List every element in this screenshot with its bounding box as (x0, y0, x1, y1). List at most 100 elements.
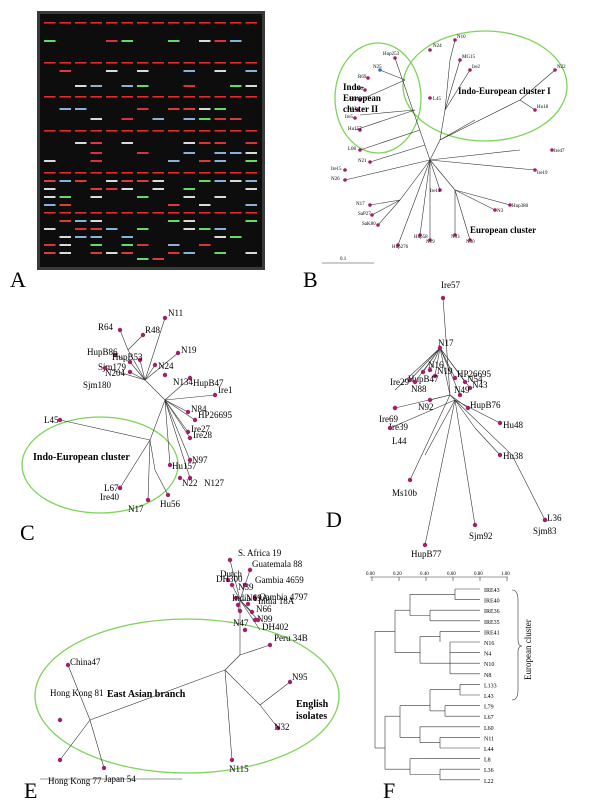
gel-band (121, 96, 133, 98)
gel-band (214, 108, 226, 110)
leaf-label: Peru 34B (274, 633, 308, 643)
gel-band (90, 252, 102, 254)
leaf-label: Guatemala 88 (252, 559, 303, 569)
gel-band (245, 220, 257, 222)
leaf-label: R48 (145, 325, 161, 335)
gel-band (137, 96, 149, 98)
tree-node (427, 397, 433, 403)
gel-band (137, 244, 149, 246)
gel-band (152, 118, 164, 120)
gel-band (183, 212, 195, 214)
gel-band (245, 204, 257, 206)
gel-band (44, 22, 56, 24)
tree-node (438, 188, 442, 192)
panel-d-label: D (326, 507, 342, 532)
tree-node (453, 38, 457, 42)
leaf-label: Ire2 (472, 65, 481, 70)
gel-band (44, 96, 56, 98)
tree-node (465, 405, 471, 411)
gel-band (121, 180, 133, 182)
tree-node (462, 379, 468, 385)
leaf-label: N22 (182, 478, 198, 488)
leaf-label: N19 (426, 240, 435, 245)
gel-band (75, 96, 87, 98)
leaf-label: N54 (467, 374, 483, 384)
tree-node (533, 168, 537, 172)
gel-band (106, 70, 118, 72)
gel-band (137, 22, 149, 24)
gel-band (230, 212, 242, 214)
leaf-label: Ire47 (554, 149, 565, 154)
leaf-label: Ire40 (100, 492, 119, 502)
cluster-ellipse-ii (334, 42, 422, 154)
tree-node (287, 679, 293, 685)
gel-band (214, 180, 226, 182)
tree-node (542, 517, 548, 523)
tree-node (368, 160, 372, 164)
gel-band (121, 188, 133, 190)
leaf-label: Ms10b (392, 488, 418, 498)
dendrogram-leaf-labels: IRE43IRE40IRE36IRE35IRE41N16N4N10N8L133L… (484, 588, 500, 785)
tree-node (233, 595, 239, 601)
gel-band (90, 160, 102, 162)
gel-band (59, 204, 71, 206)
leaf-label: N17 (438, 338, 454, 348)
leaf-label: N6 (246, 593, 257, 603)
tree-node (57, 417, 63, 423)
leaf-label: N43 (472, 380, 488, 390)
gel-band (90, 228, 102, 230)
gel-band (168, 252, 180, 254)
leaf-label: N32 (274, 722, 290, 732)
gel-band (152, 22, 164, 24)
leaf-label: Ire39 (389, 422, 408, 432)
tree-node (457, 392, 463, 398)
dendro-leaf-label: IRE43 (484, 588, 500, 594)
gel-band (199, 160, 211, 162)
gel-band (121, 40, 133, 42)
gel-band (44, 188, 56, 190)
leaf-label: L45 (433, 97, 442, 102)
tree-node (57, 757, 63, 763)
tree-node (343, 178, 347, 182)
gel-band (44, 228, 56, 230)
gel-band (75, 212, 87, 214)
leaf-label: Japan 54 (104, 774, 136, 784)
tree-node (229, 582, 235, 588)
leaf-label: Ire19 (537, 171, 548, 176)
cluster-label-ii-line2: European (343, 93, 381, 103)
tree-node (117, 485, 123, 491)
tree-node (553, 68, 557, 72)
gel-band (152, 172, 164, 174)
cluster-label-east-asian: East Asian branch (107, 689, 186, 700)
gel-band (75, 228, 87, 230)
leaf-label: N30 (466, 240, 475, 245)
gel-band (152, 212, 164, 214)
gel-band (59, 172, 71, 174)
leaf-label: Ire69 (379, 414, 398, 424)
gel-band (214, 236, 226, 238)
gel-band (75, 130, 87, 132)
dendro-leaf-label: L133 (484, 683, 497, 689)
gel-band (44, 62, 56, 64)
axis-tick-label: 0.00 (366, 572, 375, 577)
gel-band (245, 62, 257, 64)
tree-c-branches (59, 317, 216, 501)
gel-band (121, 244, 133, 246)
tree-node (117, 327, 123, 333)
dendro-leaf-label: L79 (484, 705, 494, 711)
tree-node (187, 375, 193, 381)
tree-node (493, 208, 497, 212)
dendro-leaf-label: N8 (484, 673, 491, 679)
gel-band (245, 252, 257, 254)
tree-node (185, 409, 191, 415)
dendro-leaf-label: L43 (484, 694, 494, 700)
gel-band (90, 142, 102, 144)
gel-band (121, 142, 133, 144)
gel-band (245, 96, 257, 98)
gel-band (152, 130, 164, 132)
gel-band (245, 180, 257, 182)
leaf-label: N204 (105, 368, 125, 378)
leaf-label: N66 (256, 604, 272, 614)
tree-node (175, 350, 181, 356)
